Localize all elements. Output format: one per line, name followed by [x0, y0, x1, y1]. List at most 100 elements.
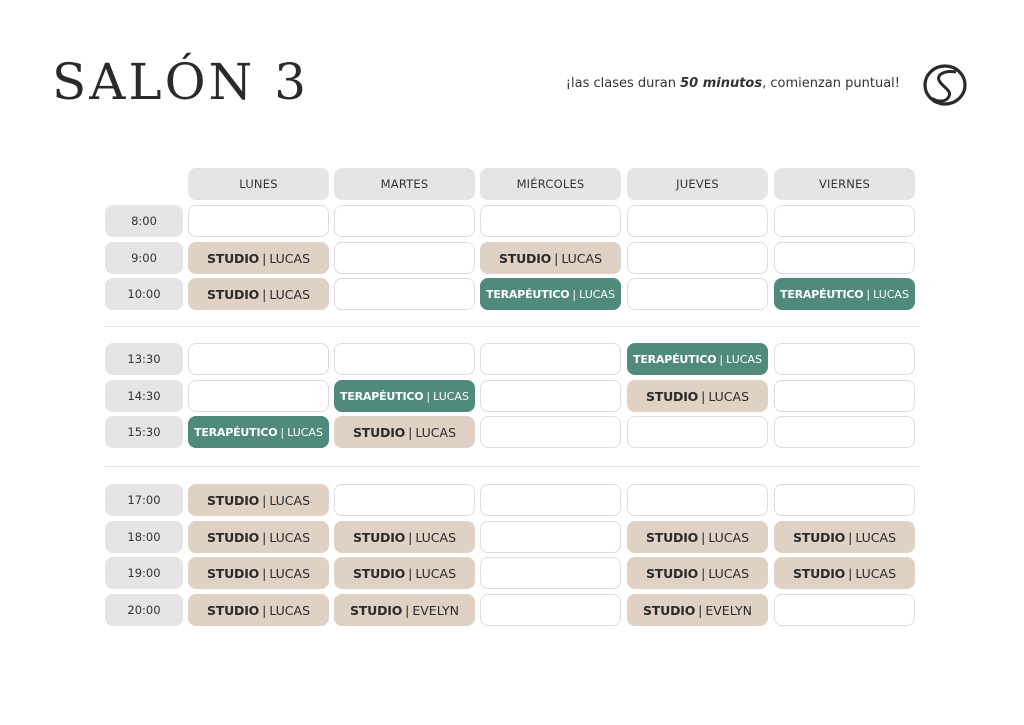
class-slot[interactable]: TERAPÉUTICO|LUCAS [334, 380, 475, 412]
empty-slot[interactable] [188, 205, 329, 237]
class-slot[interactable]: TERAPÉUTICO|LUCAS [774, 278, 915, 310]
class-slot[interactable]: STUDIO|LUCAS [188, 242, 329, 274]
time-label: 15:30 [105, 416, 183, 448]
empty-slot[interactable] [627, 278, 768, 310]
empty-slot[interactable] [480, 484, 621, 516]
separator: | [408, 529, 413, 545]
separator: | [701, 565, 706, 581]
empty-slot[interactable] [774, 594, 915, 626]
time-label: 8:00 [105, 205, 183, 237]
empty-slot[interactable] [480, 416, 621, 448]
class-slot[interactable]: STUDIO|LUCAS [188, 521, 329, 553]
empty-slot[interactable] [334, 278, 475, 310]
instructor-name: LUCAS [855, 529, 897, 545]
block-divider [105, 326, 919, 327]
class-slot[interactable]: STUDIO|LUCAS [188, 557, 329, 589]
class-type-label: TERAPÉUTICO [633, 352, 717, 366]
empty-slot[interactable] [334, 205, 475, 237]
class-slot[interactable]: STUDIO|LUCAS [334, 521, 475, 553]
separator: | [262, 250, 267, 266]
class-slot[interactable]: STUDIO|LUCAS [627, 557, 768, 589]
separator: | [262, 602, 267, 618]
separator: | [701, 388, 706, 404]
tagline-duration: 50 minutos [680, 76, 763, 91]
empty-slot[interactable] [334, 484, 475, 516]
separator: | [866, 287, 871, 301]
empty-slot[interactable] [774, 380, 915, 412]
time-label: 13:30 [105, 343, 183, 375]
instructor-name: LUCAS [708, 565, 750, 581]
separator: | [262, 286, 267, 302]
class-slot[interactable]: STUDIO|LUCAS [774, 557, 915, 589]
class-duration-note: ¡las clases duran 50 minutos, comienzan … [566, 76, 900, 91]
class-slot[interactable]: STUDIO|LUCAS [627, 521, 768, 553]
instructor-name: LUCAS [269, 529, 311, 545]
separator: | [848, 529, 853, 545]
separator: | [848, 565, 853, 581]
class-slot[interactable]: STUDIO|LUCAS [334, 557, 475, 589]
empty-slot[interactable] [627, 205, 768, 237]
empty-slot[interactable] [480, 557, 621, 589]
studio-s-logo-icon [923, 64, 967, 106]
instructor-name: LUCAS [708, 529, 750, 545]
separator: | [554, 250, 559, 266]
class-slot[interactable]: STUDIO|LUCAS [188, 594, 329, 626]
class-slot[interactable]: STUDIO|EVELYN [627, 594, 768, 626]
class-slot[interactable]: STUDIO|EVELYN [334, 594, 475, 626]
empty-slot[interactable] [774, 205, 915, 237]
class-type-label: STUDIO [206, 250, 260, 266]
separator: | [262, 492, 267, 508]
empty-slot[interactable] [480, 594, 621, 626]
empty-slot[interactable] [627, 484, 768, 516]
empty-slot[interactable] [480, 205, 621, 237]
class-slot[interactable]: TERAPÉUTICO|LUCAS [480, 278, 621, 310]
class-type-label: STUDIO [350, 602, 403, 618]
instructor-name: EVELYN [412, 602, 459, 618]
class-slot[interactable]: STUDIO|LUCAS [480, 242, 621, 274]
separator: | [262, 565, 267, 581]
empty-slot[interactable] [480, 343, 621, 375]
empty-slot[interactable] [774, 343, 915, 375]
instructor-name: LUCAS [415, 424, 457, 440]
class-type-label: STUDIO [206, 602, 260, 618]
class-type-label: STUDIO [792, 529, 846, 545]
empty-slot[interactable] [627, 416, 768, 448]
class-slot[interactable]: STUDIO|LUCAS [334, 416, 475, 448]
separator: | [405, 602, 410, 618]
separator: | [408, 565, 413, 581]
class-slot[interactable]: STUDIO|LUCAS [774, 521, 915, 553]
empty-slot[interactable] [334, 343, 475, 375]
class-slot[interactable]: TERAPÉUTICO|LUCAS [627, 343, 768, 375]
time-label: 20:00 [105, 594, 183, 626]
empty-slot[interactable] [774, 242, 915, 274]
empty-slot[interactable] [480, 380, 621, 412]
class-slot[interactable]: STUDIO|LUCAS [188, 484, 329, 516]
separator: | [701, 529, 706, 545]
class-slot[interactable]: TERAPÉUTICO|LUCAS [188, 416, 329, 448]
instructor-name: LUCAS [269, 250, 311, 266]
empty-slot[interactable] [480, 521, 621, 553]
empty-slot[interactable] [774, 416, 915, 448]
class-type-label: TERAPÉUTICO [486, 287, 570, 301]
tagline-text-start: ¡las clases duran [565, 76, 681, 91]
instructor-name: LUCAS [415, 565, 457, 581]
separator: | [698, 602, 703, 618]
empty-slot[interactable] [774, 484, 915, 516]
class-slot[interactable]: STUDIO|LUCAS [627, 380, 768, 412]
instructor-name: LUCAS [269, 602, 311, 618]
tagline-text-end: , comienzan puntual! [762, 76, 900, 91]
empty-slot[interactable] [188, 343, 329, 375]
instructor-name: LUCAS [579, 287, 615, 301]
empty-slot[interactable] [188, 380, 329, 412]
separator: | [408, 424, 413, 440]
class-slot[interactable]: STUDIO|LUCAS [188, 278, 329, 310]
block-divider [105, 466, 919, 467]
instructor-name: EVELYN [705, 602, 752, 618]
empty-slot[interactable] [627, 242, 768, 274]
separator: | [426, 389, 431, 403]
time-label: 9:00 [105, 242, 183, 274]
instructor-name: LUCAS [855, 565, 897, 581]
empty-slot[interactable] [334, 242, 475, 274]
day-header-4: VIERNES [774, 168, 915, 200]
